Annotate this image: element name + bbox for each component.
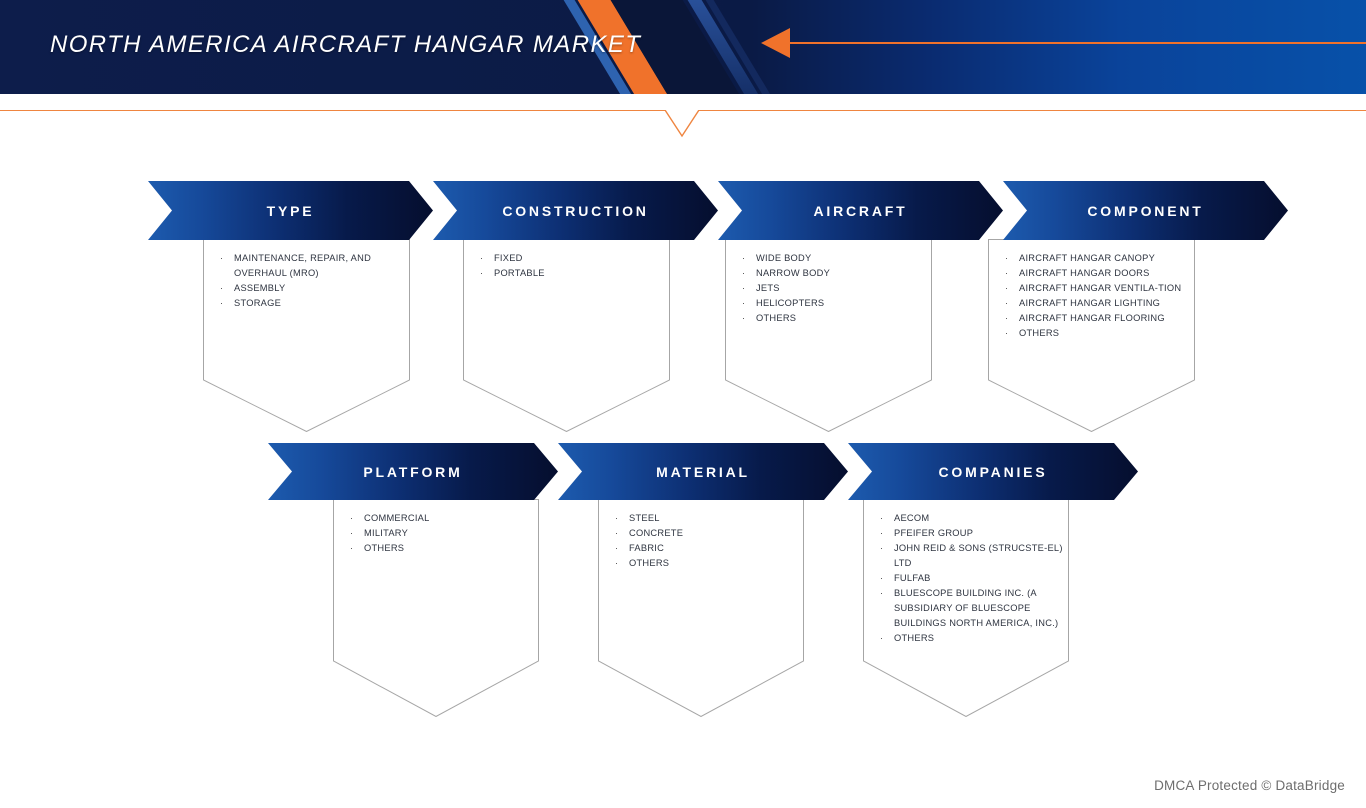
- bullet-list: MAINTENANCE, REPAIR, AND OVERHAUL (MRO)A…: [203, 239, 410, 311]
- divider-line-right: [698, 110, 1366, 111]
- panel-type: MAINTENANCE, REPAIR, AND OVERHAUL (MRO)A…: [203, 239, 410, 432]
- list-item: AIRCRAFT HANGAR LIGHTING: [1004, 296, 1189, 311]
- panel-companies: AECOMPFEIFER GROUPJOHN REID & SONS (STRU…: [863, 499, 1069, 717]
- list-item: PORTABLE: [479, 266, 664, 281]
- list-item: OTHERS: [614, 556, 798, 571]
- footer-watermark: DMCA Protected © DataBridge: [1154, 778, 1345, 793]
- arrow-segment-material: MATERIAL: [558, 443, 848, 500]
- list-item: AIRCRAFT HANGAR VENTILA-TION: [1004, 281, 1189, 296]
- list-item: ASSEMBLY: [219, 281, 404, 296]
- list-item: BLUESCOPE BUILDING INC. (A SUBSIDIARY OF…: [879, 586, 1063, 631]
- arrow-segment-companies: COMPANIES: [848, 443, 1138, 500]
- list-item: JOHN REID & SONS (STRUCSTE-EL) LTD: [879, 541, 1063, 571]
- left-arrow-icon: [761, 28, 790, 58]
- list-item: AECOM: [879, 511, 1063, 526]
- bullet-list: STEELCONCRETEFABRICOTHERS: [598, 499, 804, 571]
- segment-label: TYPE: [266, 202, 315, 219]
- segment-label: PLATFORM: [363, 463, 463, 480]
- list-item: AIRCRAFT HANGAR CANOPY: [1004, 251, 1189, 266]
- list-item: OTHERS: [1004, 326, 1189, 341]
- segment-row-2: PLATFORMCOMMERCIALMILITARYOTHERSMATERIAL…: [268, 443, 1138, 717]
- arrow-segment-construction: CONSTRUCTION: [433, 181, 718, 240]
- bullet-list: AIRCRAFT HANGAR CANOPYAIRCRAFT HANGAR DO…: [988, 239, 1195, 341]
- list-item: CONCRETE: [614, 526, 798, 541]
- panel-aircraft: WIDE BODYNARROW BODYJETSHELICOPTERSOTHER…: [725, 239, 932, 432]
- arrow-segment-aircraft: AIRCRAFT: [718, 181, 1003, 240]
- page-title: NORTH AMERICA AIRCRAFT HANGAR MARKET: [50, 31, 642, 58]
- divider-line-left: [0, 110, 666, 111]
- list-item: HELICOPTERS: [741, 296, 926, 311]
- segment-label: COMPONENT: [1087, 202, 1204, 219]
- list-item: AIRCRAFT HANGAR DOORS: [1004, 266, 1189, 281]
- segment-label: COMPANIES: [938, 463, 1048, 480]
- arrow-segment-component: COMPONENT: [1003, 181, 1288, 240]
- bullet-list: AECOMPFEIFER GROUPJOHN REID & SONS (STRU…: [863, 499, 1069, 646]
- list-item: STORAGE: [219, 296, 404, 311]
- panel-material: STEELCONCRETEFABRICOTHERS: [598, 499, 804, 717]
- segment-label: AIRCRAFT: [813, 202, 908, 219]
- panel-construction: FIXEDPORTABLE: [463, 239, 670, 432]
- list-item: WIDE BODY: [741, 251, 926, 266]
- list-item: STEEL: [614, 511, 798, 526]
- chevron-down-icon: [664, 110, 700, 138]
- list-item: OTHERS: [879, 631, 1063, 646]
- segment-row-1: TYPE MAINTENANCE, REPAIR, AND OVERHAUL (M…: [148, 181, 1288, 432]
- arrow-segment-type: TYPE: [148, 181, 433, 240]
- list-item: FULFAB: [879, 571, 1063, 586]
- list-item: FABRIC: [614, 541, 798, 556]
- list-item: COMMERCIAL: [349, 511, 533, 526]
- arrow-segment-platform: PLATFORM: [268, 443, 558, 500]
- list-item: FIXED: [479, 251, 664, 266]
- list-item: MILITARY: [349, 526, 533, 541]
- list-item: OTHERS: [349, 541, 533, 556]
- segment-label: MATERIAL: [656, 463, 750, 480]
- list-item: JETS: [741, 281, 926, 296]
- list-item: MAINTENANCE, REPAIR, AND OVERHAUL (MRO): [219, 251, 404, 281]
- list-item: AIRCRAFT HANGAR FLOORING: [1004, 311, 1189, 326]
- header-banner: NORTH AMERICA AIRCRAFT HANGAR MARKET: [0, 0, 1366, 94]
- bullet-list: WIDE BODYNARROW BODYJETSHELICOPTERSOTHER…: [725, 239, 932, 326]
- bullet-list: COMMERCIALMILITARYOTHERS: [333, 499, 539, 556]
- arrow-line: [789, 42, 1366, 44]
- list-item: NARROW BODY: [741, 266, 926, 281]
- list-item: OTHERS: [741, 311, 926, 326]
- panel-component: AIRCRAFT HANGAR CANOPYAIRCRAFT HANGAR DO…: [988, 239, 1195, 432]
- panel-platform: COMMERCIALMILITARYOTHERS: [333, 499, 539, 717]
- segment-label: CONSTRUCTION: [502, 202, 649, 219]
- list-item: PFEIFER GROUP: [879, 526, 1063, 541]
- bullet-list: FIXEDPORTABLE: [463, 239, 670, 281]
